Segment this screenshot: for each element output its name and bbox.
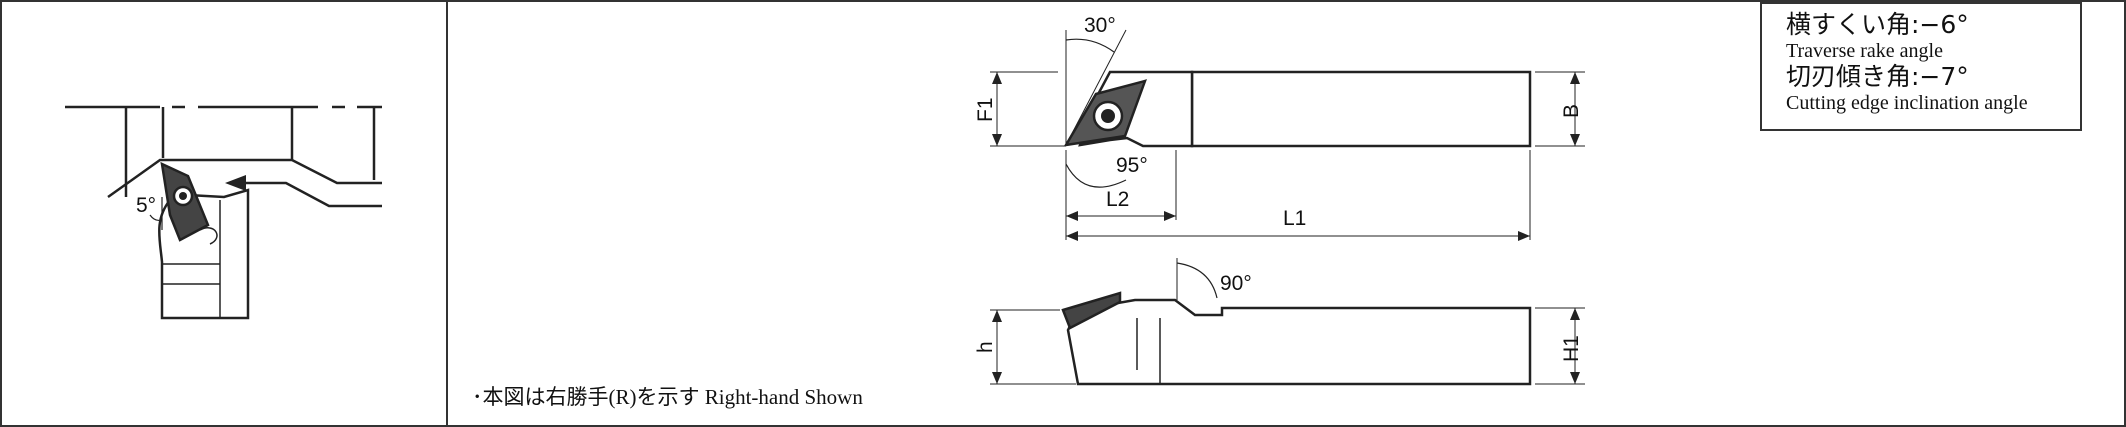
angle-5-label: 5° xyxy=(136,194,156,217)
angle-95-label: 95° xyxy=(1116,154,1148,177)
usage-view xyxy=(65,105,382,320)
right-hand-note: ･本図は右勝手(R)を示す Right-hand Shown xyxy=(472,385,863,409)
dim-h1-label: H1 xyxy=(1560,335,1583,362)
dim-b-label: B xyxy=(1560,104,1583,118)
angle-30-label: 30° xyxy=(1084,14,1116,37)
traverse-rake-angle-en: Traverse rake angle xyxy=(1786,40,1943,62)
side-view xyxy=(990,258,1585,386)
insert-side xyxy=(1061,291,1122,330)
dim-l1-label: L1 xyxy=(1283,207,1306,230)
angle-90-label: 90° xyxy=(1220,272,1252,295)
dim-l2-label: L2 xyxy=(1106,188,1129,211)
inclination-angle-jp: 切刃傾き角:−7° xyxy=(1786,62,1969,91)
traverse-rake-angle-jp: 横すくい角:−6° xyxy=(1786,10,1969,39)
feed-arrow xyxy=(225,175,246,191)
inclination-angle-en: Cutting edge inclination angle xyxy=(1786,92,2028,114)
shank-top xyxy=(1190,70,1532,148)
top-view xyxy=(990,29,1585,241)
feed-path xyxy=(240,181,382,208)
angles-info-box: 横すくい角:−6° Traverse rake angle 切刃傾き角:−7° … xyxy=(1760,2,2082,131)
dim-f1-label: F1 xyxy=(974,97,997,122)
dim-h-label: h xyxy=(974,341,997,353)
